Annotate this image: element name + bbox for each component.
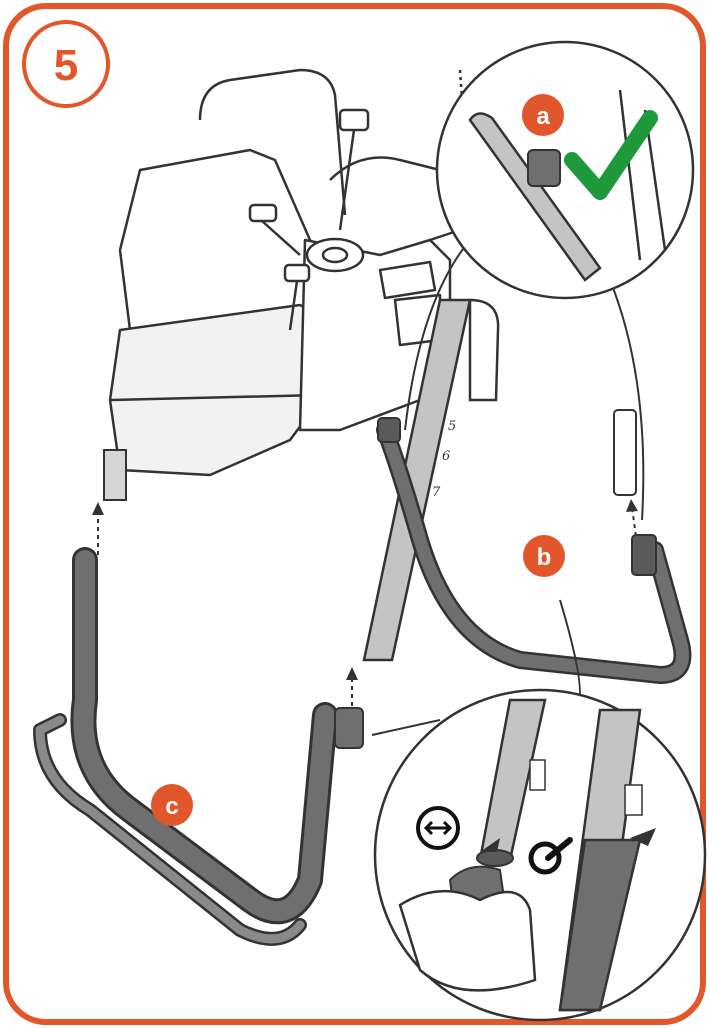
arrow-heads (92, 499, 638, 680)
release-button-icon (528, 837, 573, 875)
front-left-stub (103, 449, 127, 501)
callout-label-a: a (536, 103, 550, 130)
push-arrow-icon-2 (630, 828, 656, 846)
callout-bottom-circle (373, 688, 707, 1022)
rear-right-stub (613, 409, 637, 496)
rotate-arrows-icon (416, 806, 460, 850)
callout-badge-b: b (523, 535, 565, 577)
height-mark-6: 6 (442, 449, 450, 464)
height-mark-7: 7 (432, 485, 441, 500)
insert-arrows (97, 507, 637, 706)
step-badge: 5 (22, 20, 110, 108)
callout-label-b: b (537, 544, 552, 571)
front-leg-c (33, 547, 364, 946)
push-arrow-icon (480, 838, 500, 852)
callout-a-circle (435, 40, 695, 300)
callout-label-c: c (165, 793, 178, 820)
height-leg (362, 298, 500, 662)
callout-badge-a: a (522, 94, 564, 136)
step-number: 5 (54, 41, 78, 90)
rear-leg-b (376, 417, 692, 684)
checkmark-icon (564, 110, 658, 200)
height-mark-5: 5 (448, 419, 456, 434)
callout-a-lines (404, 239, 645, 521)
callout-badge-c: c (151, 784, 193, 826)
